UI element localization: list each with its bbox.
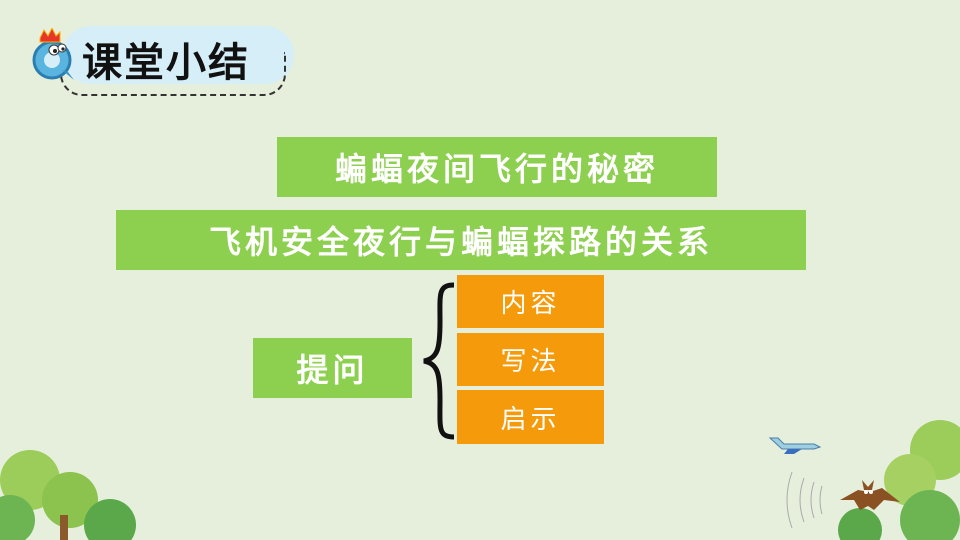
airplane-icon <box>768 437 822 454</box>
branch-writing: 写法 <box>457 333 604 386</box>
bat-sonar-icon <box>786 471 900 529</box>
topic-box: 蝙蝠夜间飞行的秘密 <box>277 137 717 197</box>
page-title: 课堂小结 <box>82 40 250 86</box>
title-banner <box>62 26 294 84</box>
branch-content: 内容 <box>457 275 604 328</box>
q-mascot-icon <box>32 28 74 80</box>
tree-right-illustration <box>838 420 960 540</box>
question-box: 提问 <box>253 338 412 398</box>
curly-brace-icon <box>423 282 455 440</box>
relation-box: 飞机安全夜行与蝙蝠探路的关系 <box>116 210 806 270</box>
tree-left-illustration <box>0 450 136 540</box>
branch-insight: 启示 <box>457 390 604 444</box>
